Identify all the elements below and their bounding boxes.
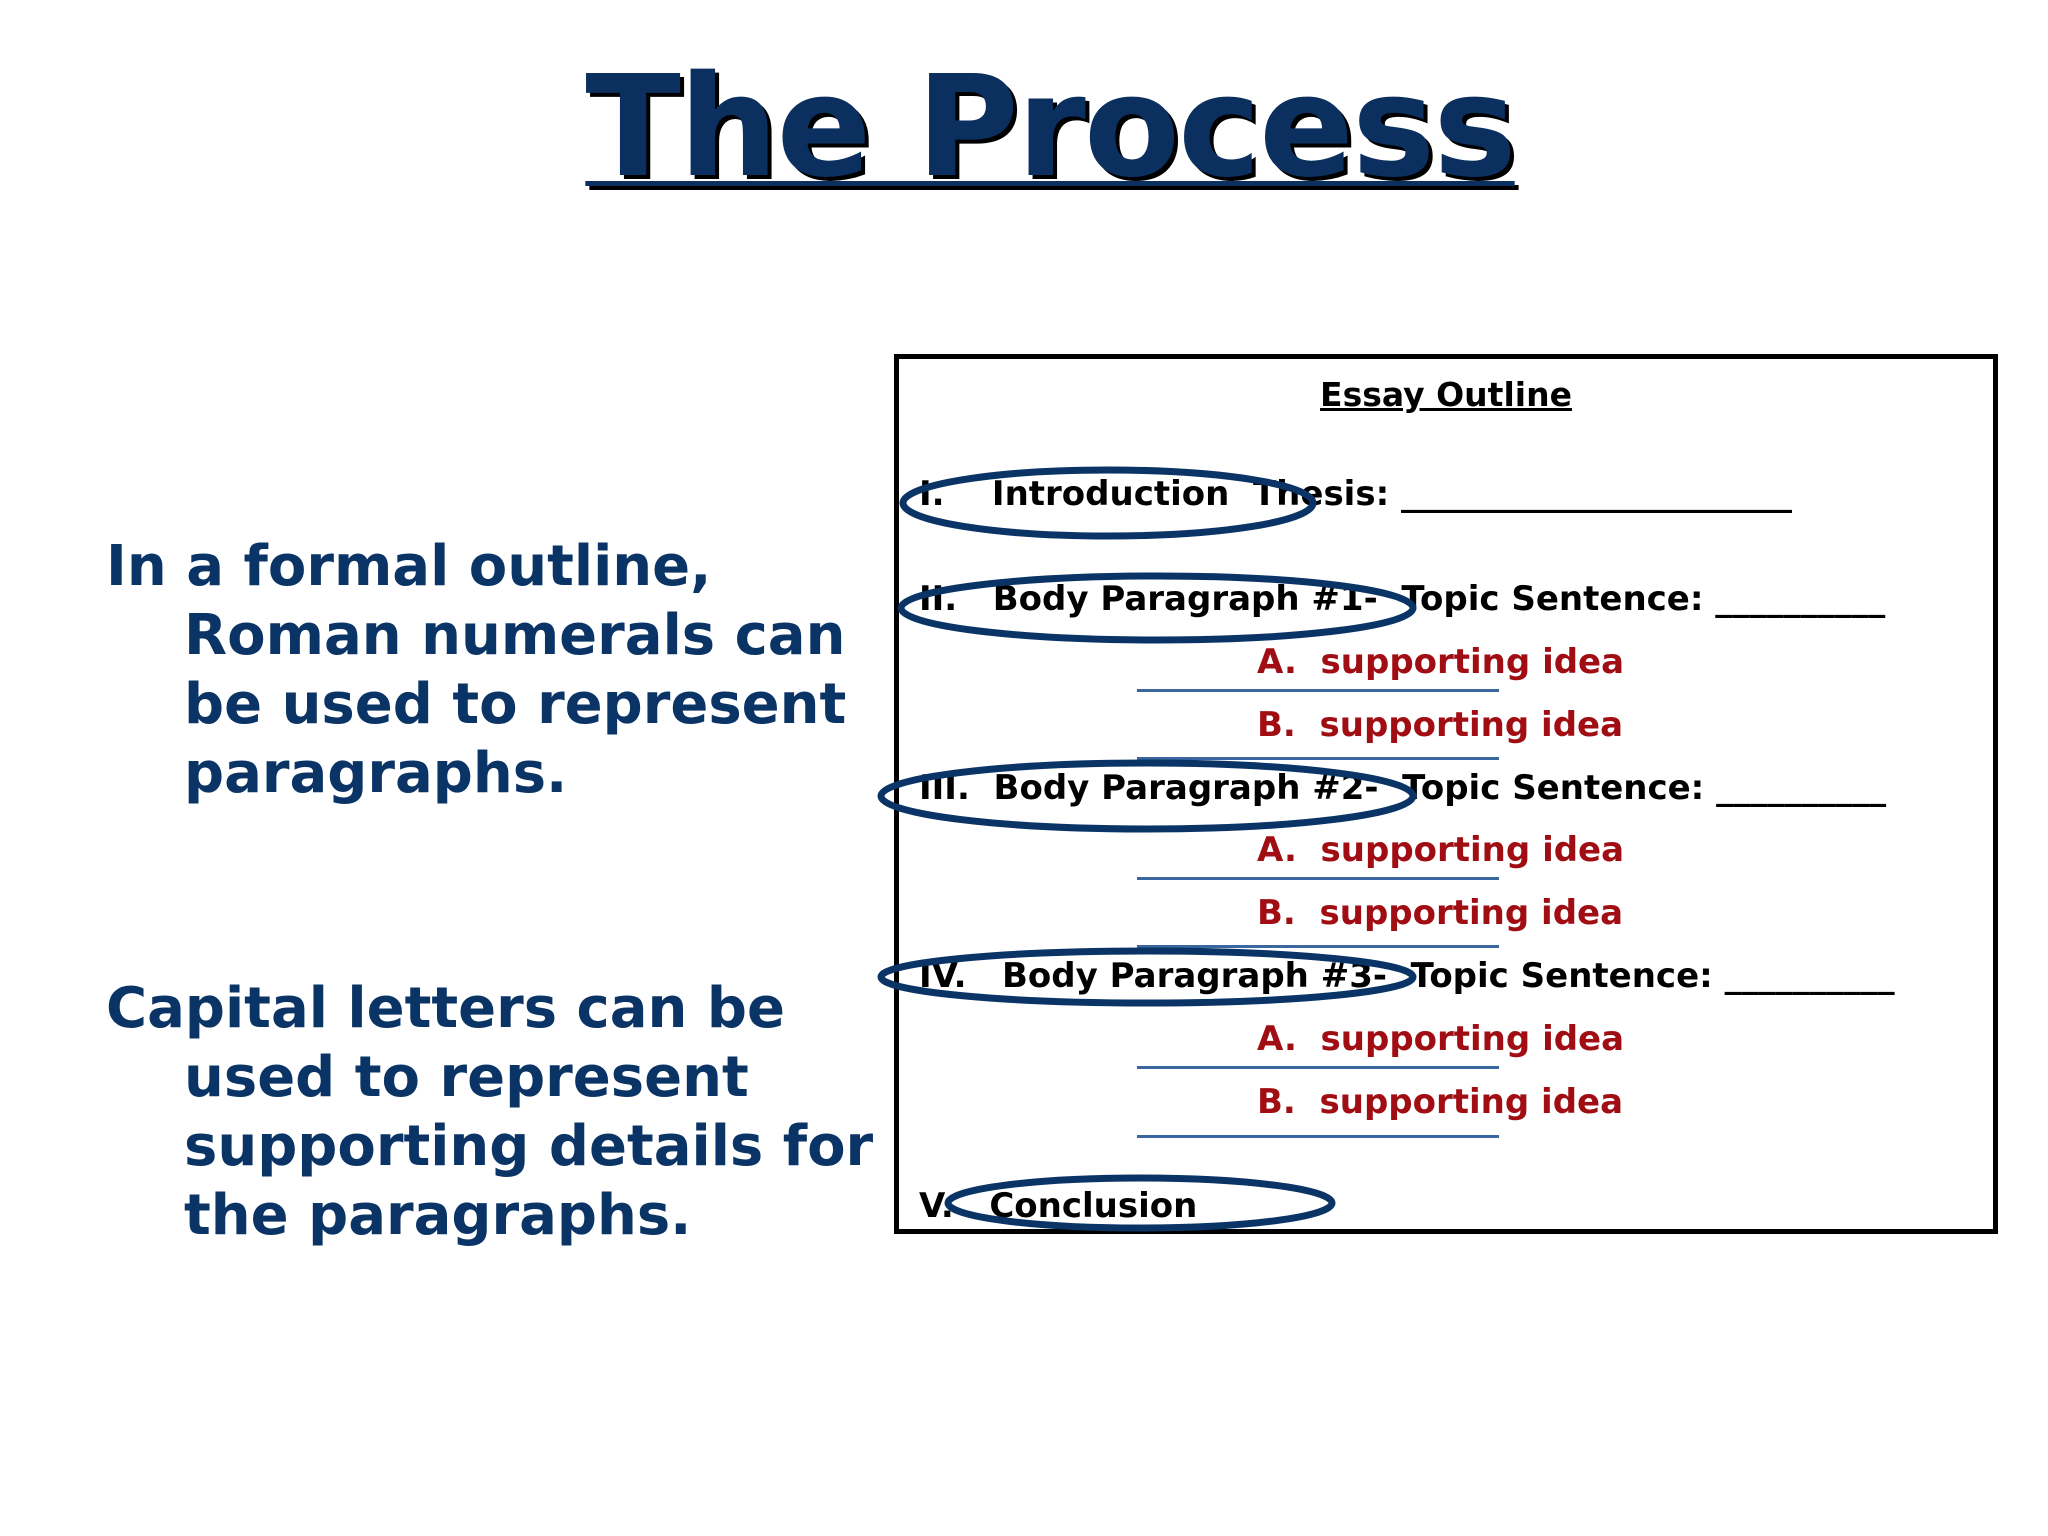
outline-item-body-1: II. Body Paragraph #1- Topic Sentence: _… bbox=[919, 579, 1886, 619]
body-1-support-b: B. supporting idea bbox=[1257, 705, 1624, 745]
capital-letters-note: Capital letters can be used to represent… bbox=[106, 976, 874, 1248]
body-2-support-b: B. supporting idea bbox=[1257, 893, 1624, 933]
body-3-support-a-line bbox=[1137, 1066, 1499, 1069]
slide-title: The Process bbox=[585, 46, 1516, 209]
roman-numerals-note: In a formal outline, Roman numerals can … bbox=[106, 534, 847, 806]
body-3-support-a: A. supporting idea bbox=[1257, 1019, 1625, 1059]
outline-item-body-2: III. Body Paragraph #2- Topic Sentence: … bbox=[919, 768, 1887, 808]
body-3-support-b: B. supporting idea bbox=[1257, 1082, 1624, 1122]
body-3-support-b-line bbox=[1137, 1135, 1499, 1138]
body-2-support-b-line bbox=[1137, 945, 1499, 948]
body-1-support-a: A. supporting idea bbox=[1257, 642, 1625, 682]
essay-outline-box: Essay Outline I. Introduction Thesis: __… bbox=[894, 354, 1998, 1234]
outline-heading: Essay Outline bbox=[1320, 375, 1572, 414]
body-1-support-a-line bbox=[1137, 689, 1499, 692]
outline-item-introduction: I. Introduction Thesis: ________________… bbox=[919, 474, 1793, 514]
body-1-support-b-line bbox=[1137, 757, 1499, 760]
body-2-support-a-line bbox=[1137, 877, 1499, 880]
body-2-support-a: A. supporting idea bbox=[1257, 830, 1625, 870]
outline-item-body-3: IV. Body Paragraph #3- Topic Sentence: _… bbox=[919, 956, 1895, 996]
outline-item-conclusion: V. Conclusion bbox=[919, 1186, 1198, 1226]
